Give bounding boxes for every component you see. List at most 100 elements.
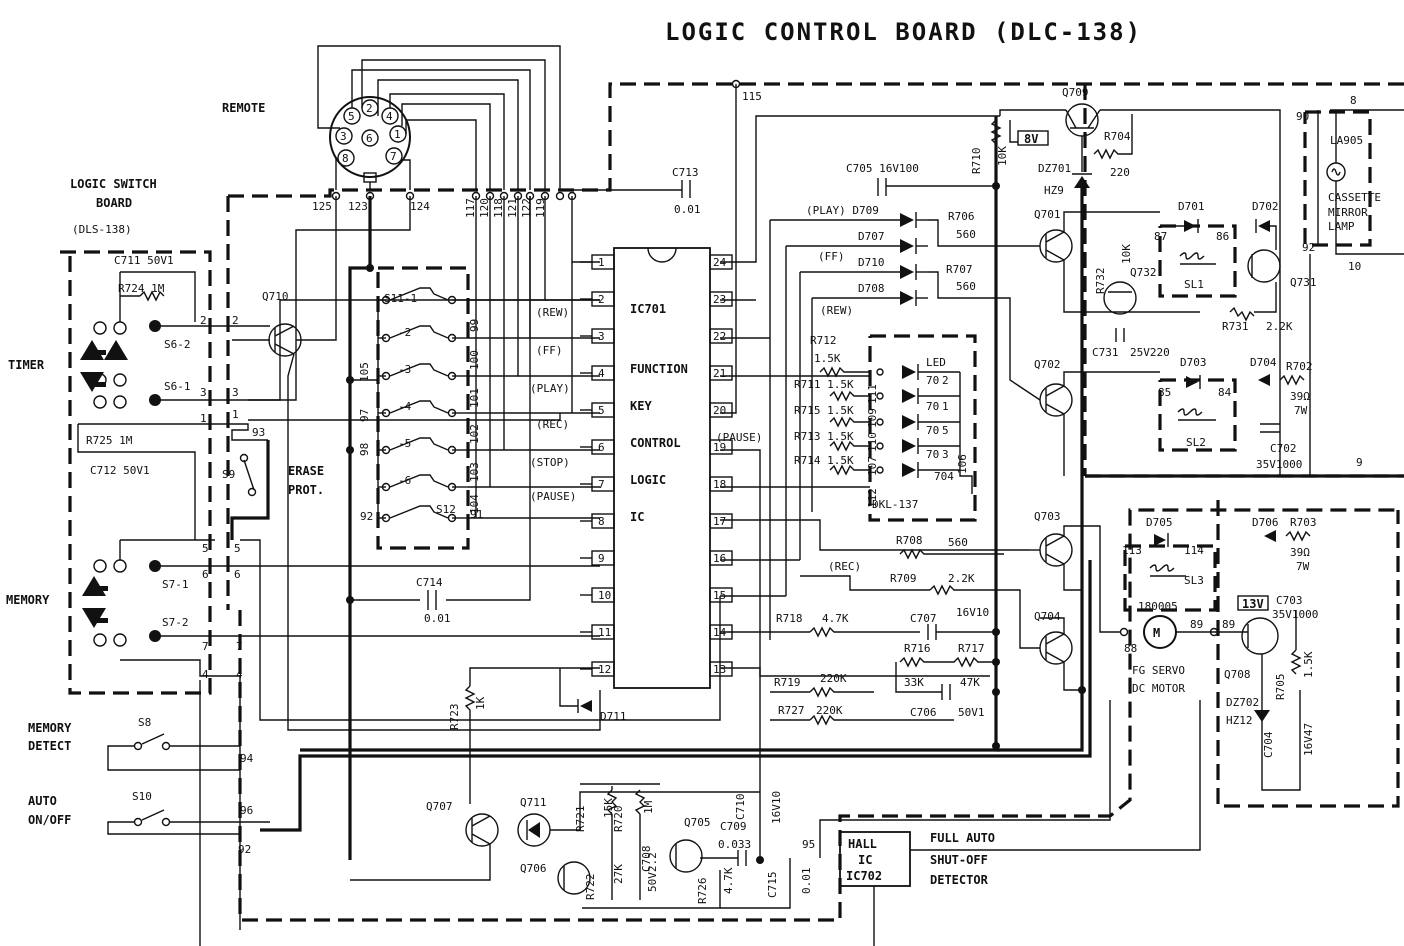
memory-detect-label-2: DETECT: [28, 739, 71, 753]
svg-text:101: 101: [468, 388, 481, 408]
led-diode-symbols: [876, 364, 973, 494]
ic-pin-right: [709, 661, 733, 677]
svg-text:R721: R721: [574, 806, 587, 833]
led-terminal: [876, 368, 884, 376]
svg-text:Q704: Q704: [1034, 610, 1061, 623]
svg-text:103: 103: [468, 462, 481, 482]
svg-text:85: 85: [1158, 386, 1171, 399]
svg-text:86: 86: [1216, 230, 1229, 243]
svg-text:1.5K: 1.5K: [1302, 651, 1315, 678]
ic-pin-right: [709, 476, 733, 492]
svg-text:1: 1: [394, 128, 401, 141]
key-switch-contacts: [377, 287, 468, 523]
logic-switch-board-label: LOGIC SWITCH BOARD (DLS-138): [70, 177, 157, 236]
led-symbol: [902, 365, 916, 379]
svg-text:FG SERVO: FG SERVO: [1132, 664, 1185, 677]
ic-pin-number: 6: [598, 441, 605, 454]
svg-text:R731: R731: [1222, 320, 1249, 333]
svg-text:89: 89: [1222, 618, 1235, 631]
svg-text:96: 96: [240, 804, 253, 817]
svg-text:100: 100: [468, 350, 481, 370]
svg-text:C702: C702: [1270, 442, 1297, 455]
svg-text:1: 1: [232, 408, 239, 421]
svg-text:560: 560: [956, 228, 976, 241]
svg-text:120: 120: [478, 198, 491, 218]
svg-text:SL2: SL2: [1186, 436, 1206, 449]
svg-text:SL1: SL1: [1184, 278, 1204, 291]
remote-label: REMOTE: [222, 101, 265, 115]
svg-text:Q701: Q701: [1034, 208, 1061, 221]
svg-text:DKL-137: DKL-137: [872, 498, 918, 511]
ic701-chip: IC701 FUNCTION KEY CONTROL LOGIC IC: [613, 247, 711, 689]
svg-text:D702: D702: [1252, 200, 1279, 213]
svg-text:S12: S12: [436, 503, 456, 516]
ic-pin-number: 10: [598, 589, 611, 602]
q732-q731: R732 10K Q732 C731 25V220 R731 2.2K Q731: [1092, 225, 1317, 359]
timer-label: TIMER: [8, 358, 45, 372]
svg-text:118: 118: [492, 198, 505, 218]
switch-blade: [389, 325, 449, 339]
svg-text:92: 92: [360, 510, 373, 523]
svg-text:Q710: Q710: [262, 290, 289, 303]
remote-din-connector: 2 4 5 1 3 6 7 8: [329, 96, 411, 183]
svg-text:R710: R710: [970, 148, 983, 175]
svg-text:(PLAY) D709: (PLAY) D709: [806, 204, 879, 217]
svg-text:Q706: Q706: [520, 862, 547, 875]
r723-resistor: R723 1K: [448, 667, 600, 804]
ic-pin-number: 9: [598, 552, 605, 565]
svg-text:10K: 10K: [996, 146, 1009, 166]
svg-text:(PLAY): (PLAY): [530, 382, 570, 395]
svg-text:98: 98: [358, 443, 371, 456]
q706-q705: Q706 Q705 R721 15K R720 1M C708 50V2.2 R…: [520, 783, 815, 909]
led-terminal: [876, 442, 884, 450]
svg-text:125: 125: [312, 200, 332, 213]
svg-text:109: 109: [866, 408, 879, 428]
ic-pin-right: [709, 402, 733, 418]
svg-text:HZ12: HZ12: [1226, 714, 1253, 727]
svg-text:Q707: Q707: [426, 800, 453, 813]
key-switch-bank: S11-1 -2 -3 -4 -5 -6 S12: [384, 292, 456, 516]
svg-text:50V2.2: 50V2.2: [646, 852, 659, 892]
svg-text:R705: R705: [1274, 674, 1287, 701]
svg-text:SHUT-OFF: SHUT-OFF: [930, 853, 988, 867]
svg-text:(FF): (FF): [536, 344, 563, 357]
led-common: [959, 372, 973, 494]
ic-pin-number: 24: [713, 256, 727, 269]
svg-text:114: 114: [1184, 544, 1204, 557]
svg-text:(DLS-138): (DLS-138): [72, 223, 132, 236]
svg-text:DC MOTOR: DC MOTOR: [1132, 682, 1185, 695]
led-symbol: [902, 463, 916, 477]
svg-text:BOARD: BOARD: [96, 196, 132, 210]
svg-text:93: 93: [252, 426, 265, 439]
svg-text:S11-1: S11-1: [384, 292, 417, 305]
svg-text:D711: D711: [600, 710, 627, 723]
svg-text:Q705: Q705: [684, 816, 711, 829]
svg-text:47K: 47K: [960, 676, 980, 689]
auto-onoff-label: AUTO: [28, 794, 57, 808]
svg-text:4.7K: 4.7K: [822, 612, 849, 625]
dz701-zener: DZ701 HZ9: [1038, 162, 1092, 598]
svg-text:16V10: 16V10: [770, 791, 783, 824]
svg-text:99: 99: [468, 319, 481, 332]
q707-transistor: Q707: [350, 800, 499, 881]
svg-text:C707: C707: [910, 612, 937, 625]
ic-pin-right: [709, 439, 733, 455]
svg-text:M: M: [1153, 626, 1160, 640]
svg-text:IC: IC: [630, 510, 644, 524]
svg-text:1: 1: [200, 412, 207, 425]
switch-blade: [389, 505, 449, 519]
svg-text:110: 110: [866, 432, 879, 452]
svg-text:(FF): (FF): [818, 250, 845, 263]
svg-text:IC: IC: [858, 853, 872, 867]
svg-text:7: 7: [390, 150, 397, 163]
erase-prot-label-2: PROT.: [288, 483, 324, 497]
svg-text:13V: 13V: [1242, 597, 1264, 611]
led-resistors: R712 1.5K R711 1.5K R715 1.5K R713 1.5K …: [794, 334, 870, 476]
diode-symbol: [900, 213, 914, 227]
svg-text:R718: R718: [776, 612, 803, 625]
svg-text:R715 1.5K: R715 1.5K: [794, 404, 854, 417]
led-symbol: [902, 415, 916, 429]
svg-text:(PAUSE): (PAUSE): [530, 490, 576, 503]
svg-text:KEY: KEY: [630, 399, 652, 413]
